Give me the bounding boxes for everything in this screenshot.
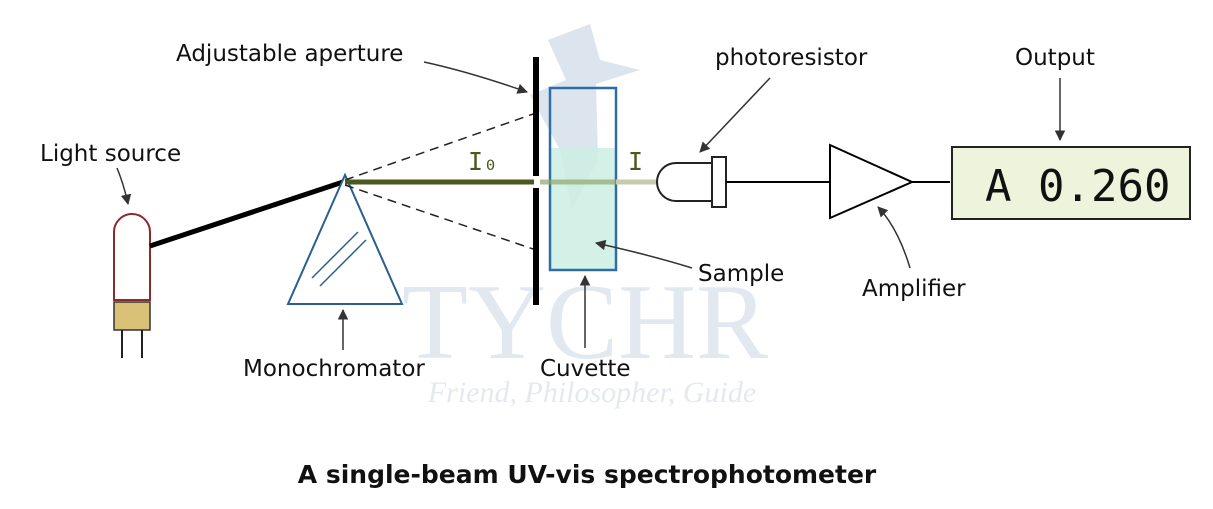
output-display: A 0.260 [951, 146, 1191, 220]
amplifier-leader [877, 206, 911, 269]
light-source-label: Light source [40, 141, 181, 167]
aperture-label: Adjustable aperture [176, 41, 403, 67]
watermark-tagline: Friend, Philosopher, Guide [427, 376, 756, 409]
sample-label: Sample [698, 261, 784, 287]
cuvette-label: Cuvette [540, 356, 631, 382]
watermark-logo [530, 24, 640, 210]
lamp-base [113, 301, 151, 331]
monochromator-prism [286, 172, 404, 305]
output-label: Output [1015, 45, 1095, 71]
sample-liquid [550, 148, 616, 270]
amplifier-triangle [829, 143, 915, 220]
display-value: 0.260 [1038, 161, 1170, 212]
lamp-bulb [113, 213, 151, 301]
light-source-leader [116, 167, 132, 206]
dispersion-line-upper [344, 112, 537, 181]
photoresistor [656, 156, 727, 208]
aperture-leader [423, 61, 528, 94]
photoresistor-leader [699, 77, 771, 153]
incident-beam-label: I₀ [468, 147, 498, 176]
display-prefix: A [985, 161, 1012, 212]
sample-leader [594, 239, 693, 269]
cuvette [548, 86, 618, 272]
photoresistor-label: photoresistor [715, 45, 868, 71]
diagram-caption: A single-beam UV-vis spectrophotometer [298, 460, 877, 489]
source-beam [149, 179, 344, 249]
dispersion-line-lower [344, 184, 537, 251]
monochromator-label: Monochromator [243, 356, 425, 382]
light-source [113, 213, 151, 358]
transmitted-beam-label: I [628, 147, 643, 176]
amplifier-label: Amplifier [862, 276, 966, 302]
